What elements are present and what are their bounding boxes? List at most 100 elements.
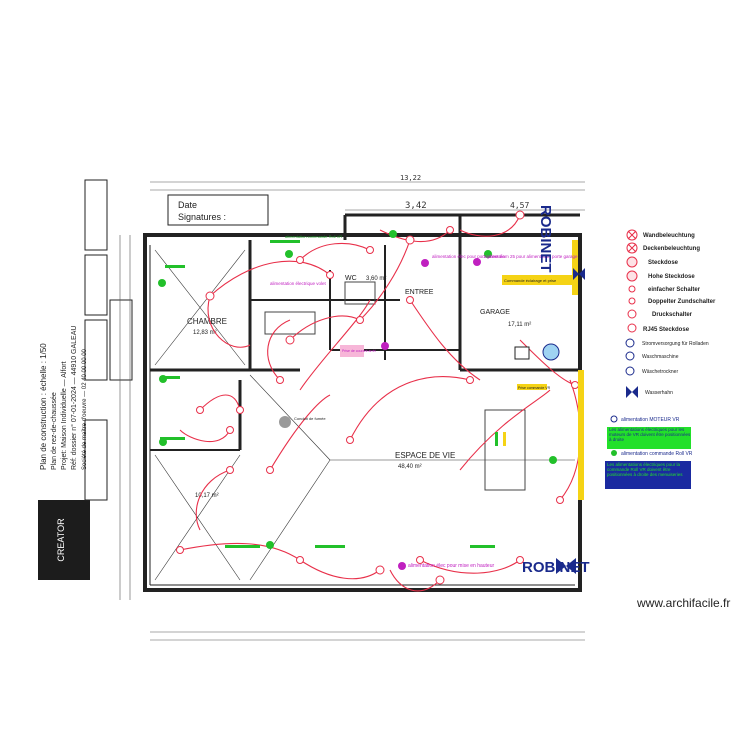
room-garage: GARAGE [480,309,510,316]
feed-points [381,258,481,570]
stamp-logo-text: CREATOR [56,518,66,562]
title-line-4: Réf: dossier n° 07-01-2024 — 44910 GALEA… [70,326,78,470]
title-line-1: Plan de construction : échelle : 1/50 [39,343,48,470]
shower [344,281,376,305]
annot-alim-porte: alimentation élec pour porte d'entrée [432,254,505,259]
right-wall-strip [572,240,578,295]
signature-box: Date Signatures : [167,194,269,226]
legend-item: Stromversorgung für Rolladen [625,338,709,348]
legend-item: einfacher Schalter [628,285,701,293]
chimney-flue [279,416,291,428]
shutter-power-icon [625,338,635,348]
conduit-label: Conduit de fumée [294,416,326,421]
room-chambre-area: 12,83 m² [193,330,217,336]
command-icon [611,450,617,456]
yellow-note-1 [502,275,572,285]
legend-green-text: Les alimentations électriques pour les m… [609,427,691,442]
shutter-motor-dots [158,230,557,549]
annot-alim-garage: 1 gaine diam 25 pour alimentation porte … [483,254,578,259]
room-espace-vie-area: 48,40 m² [398,464,422,470]
watermark: www.archifacile.fr [637,596,731,610]
high-socket-icon [626,270,638,282]
yellow-note-2-text: Prise commande VR [518,386,551,390]
walls [143,213,582,592]
switch-icon [628,285,636,293]
legend-label: einfacher Schalter [648,287,701,293]
water-tap-icon [626,386,638,398]
legend: Wandbeleuchtung Deckenbeleuchtung Steckd… [605,229,716,489]
legend-item: Steckdose [626,256,679,268]
washing-machine-icon [542,343,560,361]
legend-label: Wäschetrockner [642,369,678,375]
garage-appliances [514,343,560,361]
rj45-icon [627,323,637,333]
room-espace-vie: ESPACE DE VIE [395,451,455,460]
socket-icon [626,256,638,268]
water-tap-icon [573,268,585,280]
annot-alim-hauteur: alimentation élec pour mise en hauteur [408,563,494,569]
legend-label: Doppelter Zundschalter [648,299,716,305]
garage-bench [484,409,526,491]
title-block: CREATOR Plan de construction : échelle :… [38,179,133,580]
room-garage-area: 17,11 m² [508,322,531,328]
dim-top-seg2: 4,57 [510,201,529,210]
water-tap-icon [556,558,576,574]
robinet-label-top: ROBINET [537,205,554,273]
legend-item: Deckenbeleuchtung [626,242,700,254]
legend-label: Druckschalter [652,312,693,318]
legend-motor-label: alimentation MOTEUR VR [621,417,680,423]
room-chambre2-area: 10,17 m² [195,493,219,499]
legend-item: Waschmaschine [625,351,679,361]
legend-item: Wäschetrockner [625,366,678,376]
wiring [179,214,581,592]
legend-label: RJ45 Steckdose [643,327,690,333]
title-line-3: Projet: Maison Individuelle — Alfort [61,361,68,470]
rj45-icon [514,346,530,360]
pink-note-text: Prise de courant arrêt [342,349,376,353]
legend-item: Wasserhahn [626,386,673,398]
legend-label: Stromversorgung für Rolladen [642,341,709,347]
command-strips [160,240,506,548]
push-button-icon [627,309,637,319]
dim-top-seg1: 3,42 [405,201,427,211]
legend-label: Wandbeleuchtung [643,233,695,239]
legend-item: Doppelter Zundschalter [628,297,716,305]
yellow-note-2 [517,384,547,390]
room-entree: ENTREE [405,289,434,296]
date-label: Date [178,200,197,210]
legend-item: Wandbeleuchtung [626,229,695,241]
garage-door-strip [578,370,584,500]
washing-machine-icon [625,351,635,361]
dimension-lines [119,181,585,641]
legend-label: Wasserhahn [645,390,673,396]
annot-cmd-volet: alimentation commande Roll VR [285,234,342,239]
room-wc-area: 3,60 m² [366,276,386,282]
legend-label: Hohe Steckdose [648,274,695,280]
dryer-icon [625,366,635,376]
legend-label: Waschmaschine [642,354,679,360]
title-line-5: Société de maître d'oeuvre — 02 40 00 00… [82,348,88,470]
legend-green-box [607,427,691,449]
legend-label: Deckenbeleuchtung [643,246,700,252]
double-switch-icon [628,297,636,305]
room-wc: WC [345,275,357,282]
legend-command-label: alimentation commande Roll VR [621,451,693,457]
legend-item: Hohe Steckdose [626,270,695,282]
signature-label: Signatures : [178,212,226,222]
yellow-note-1-text: Commande éclairage et prise [504,278,557,283]
bathtub [264,311,316,335]
room-chambre: CHAMBRE [187,317,227,326]
title-line-2: Plan de rez-de-chaussée [51,392,58,470]
annot-alim-volet: alimentation électrique volet [270,281,327,286]
dim-top-total: 13,22 [400,174,421,182]
legend-blue-text: Les alimentations électriques pour la co… [607,462,683,477]
electrical-symbols [176,210,579,585]
company-logo [38,500,90,580]
motor-icon [610,415,618,423]
roof-lines [154,249,575,581]
legend-item: RJ45 Steckdose [627,323,690,333]
legend-label: Steckdose [648,260,679,266]
legend-blue-box [605,461,691,489]
legend-item: Druckschalter [627,309,693,319]
